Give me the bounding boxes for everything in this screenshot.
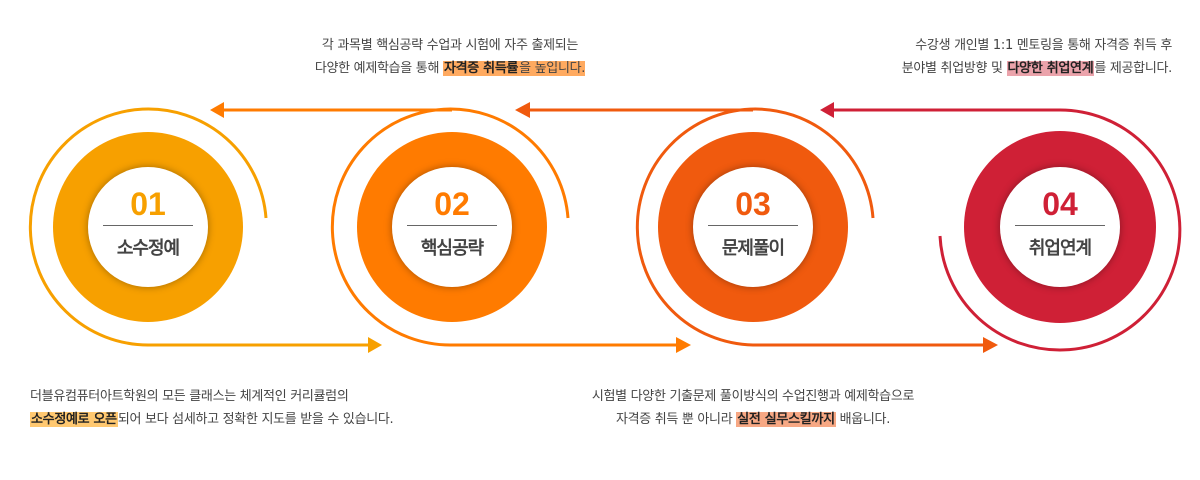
flow-arc-1: [28, 107, 370, 347]
step-4-description: 수강생 개인별 1:1 멘토링을 통해 자격증 취득 후 분야별 취업방향 및 …: [902, 34, 1172, 80]
arrow-right-icon: [983, 337, 998, 353]
flow-arc-3: [635, 107, 985, 347]
step-label: 핵심공략: [420, 238, 484, 259]
desc-highlight: 실전 실무스킬까지: [736, 412, 836, 427]
divider: [708, 225, 798, 226]
step-label: 취업연계: [1028, 238, 1092, 259]
step-label: 소수정예: [116, 238, 180, 259]
desc-text: 되어 보다 섬세하고 정확한 지도를 받을 수 있습니다.: [117, 412, 394, 427]
desc-text: 분야별 취업방향 및: [901, 61, 1007, 76]
desc-line: 분야별 취업방향 및 다양한 취업연계를 제공합니다.: [902, 57, 1172, 80]
step-1-badge: 01 소수정예: [88, 167, 208, 287]
step-4-badge: 04 취업연계: [1000, 167, 1120, 287]
step-2-description: 각 과목별 핵심공략 수업과 시험에 자주 출제되는 다양한 예제학습을 통해 …: [250, 34, 650, 80]
arrow-left-icon: [210, 102, 224, 118]
divider: [407, 225, 497, 226]
arrow-right-icon: [676, 337, 691, 353]
divider: [1015, 225, 1105, 226]
step-2-badge: 02 핵심공략: [392, 167, 512, 287]
desc-highlight: 소수정예로 오픈: [30, 412, 118, 427]
desc-text: 자격증 취득 뿐 아니라: [615, 412, 737, 427]
desc-line: 시험별 다양한 기출문제 풀이방식의 수업진행과 예제학습으로: [591, 389, 915, 404]
step-1-description: 더블유컴퓨터아트학원의 모든 클래스는 체계적인 커리큘럼의 소수정예로 오픈되…: [30, 385, 394, 431]
desc-line: 각 과목별 핵심공략 수업과 시험에 자주 출제되는: [321, 38, 579, 53]
step-label: 문제풀이: [721, 238, 785, 259]
flow-arc-2: [330, 107, 678, 347]
desc-line: 더블유컴퓨터아트학원의 모든 클래스는 체계적인 커리큘럼의: [30, 389, 349, 404]
flow-arc-4: [832, 108, 1182, 352]
divider: [103, 225, 193, 226]
desc-text: 배웁니다.: [835, 412, 891, 427]
desc-text: 를 제공합니다.: [1094, 61, 1172, 76]
desc-text: 을 높입니다.: [519, 61, 586, 76]
step-number: 02: [434, 186, 470, 222]
arrow-right-icon: [368, 337, 382, 353]
step-3-badge: 03 문제풀이: [693, 167, 813, 287]
step-number: 03: [735, 186, 771, 222]
step-number: 04: [1042, 186, 1078, 222]
step-number: 01: [130, 186, 166, 222]
arrow-left-icon: [820, 102, 834, 118]
step-3-description: 시험별 다양한 기출문제 풀이방식의 수업진행과 예제학습으로 자격증 취득 뿐…: [553, 385, 953, 431]
arrow-left-icon: [515, 102, 530, 118]
desc-line: 소수정예로 오픈되어 보다 섬세하고 정확한 지도를 받을 수 있습니다.: [30, 408, 394, 431]
desc-highlight: 자격증 취득률: [442, 61, 520, 76]
desc-highlight: 다양한 취업연계: [1006, 61, 1095, 76]
desc-line: 다양한 예제학습을 통해 자격증 취득률을 높입니다.: [250, 57, 650, 80]
desc-text: 다양한 예제학습을 통해: [314, 61, 443, 76]
desc-line: 자격증 취득 뿐 아니라 실전 실무스킬까지 배웁니다.: [553, 408, 953, 431]
desc-line: 수강생 개인별 1:1 멘토링을 통해 자격증 취득 후: [915, 38, 1172, 53]
